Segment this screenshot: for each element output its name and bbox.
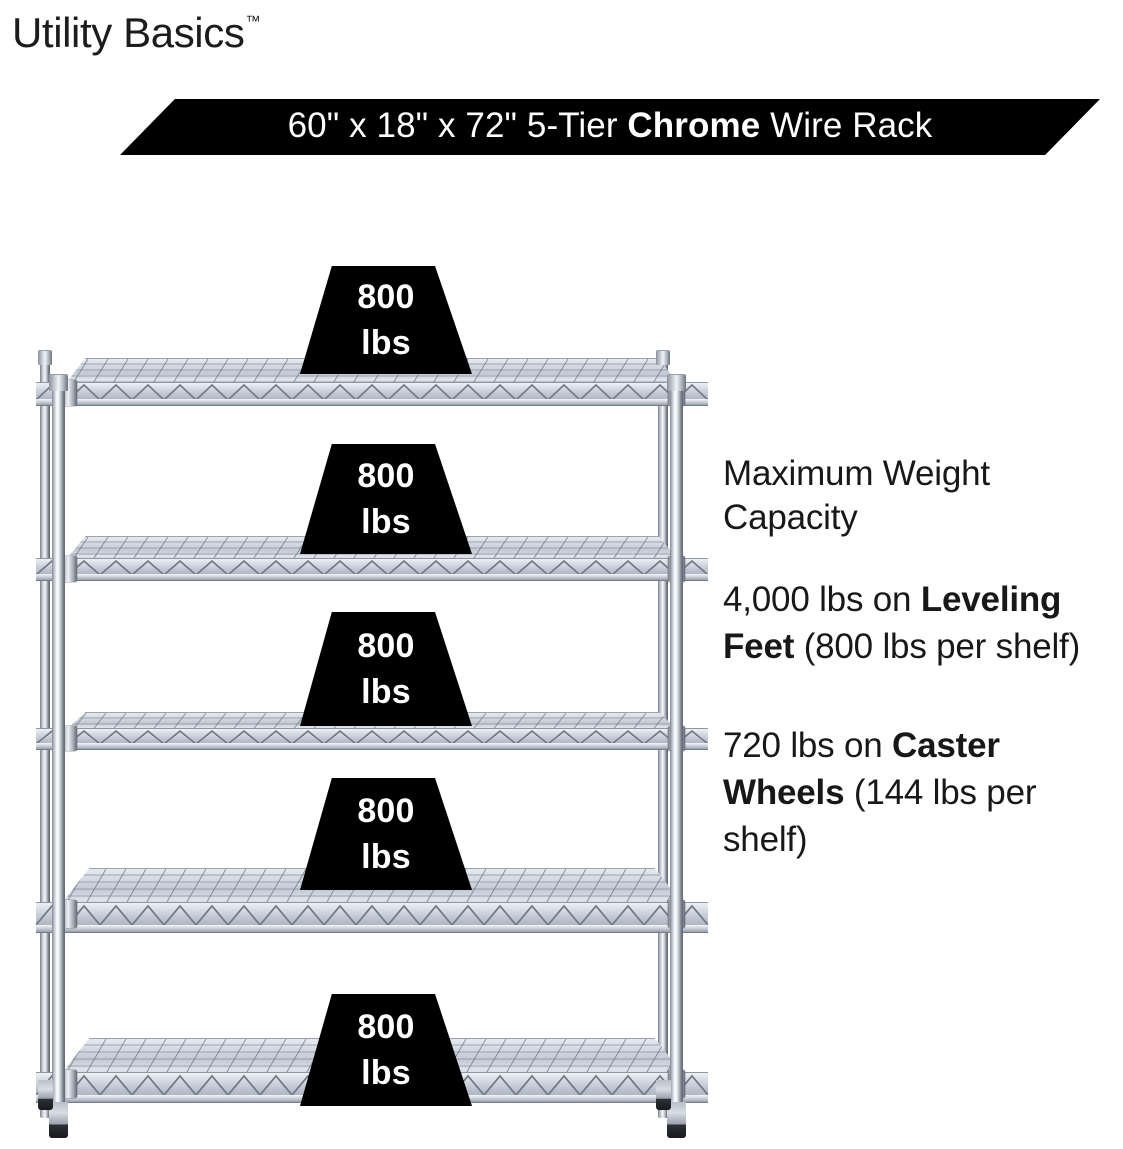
brand-wordmark: Utility Basics™ — [12, 2, 261, 59]
weight-badge-5-number: 800 — [357, 1007, 415, 1046]
capacity-info-block: Maximum Weight Capacity 4,000 lbs on Lev… — [723, 452, 1123, 863]
title-banner-text: 60" x 18" x 72" 5-Tier Chrome Wire Rack — [288, 106, 933, 148]
shelf-4-zigzag — [36, 904, 708, 927]
capacity-heading: Maximum Weight Capacity — [723, 454, 990, 537]
post-front-right — [670, 380, 683, 1120]
post-cap-back-left — [38, 350, 52, 365]
shelf-4-truss — [36, 902, 708, 928]
weight-badge-tier-1: 800 lbs — [300, 266, 472, 374]
banner-suffix: Wire Rack — [760, 106, 933, 145]
leveling-feet-lead: 4,000 lbs on — [723, 580, 921, 619]
post-front-left — [52, 380, 65, 1120]
trademark-symbol: ™ — [245, 13, 261, 30]
caster-wheels-capacity: 720 lbs on Caster Wheels (144 lbs per sh… — [723, 722, 1123, 863]
weight-badge-4-unit: lbs — [361, 837, 411, 876]
shelf-2-lip — [36, 574, 708, 581]
weight-badge-5-unit: lbs — [361, 1053, 411, 1092]
leveling-foot-back-left — [38, 1080, 53, 1110]
weight-badge-3-number: 800 — [357, 626, 415, 665]
weight-badge-3-unit: lbs — [361, 672, 411, 711]
shelf-2-zigzag — [36, 559, 708, 576]
brand-name: Utility Basics — [12, 9, 245, 56]
caster-wheels-lead: 720 lbs on — [723, 726, 893, 765]
banner-prefix: 60" x 18" x 72" 5-Tier — [287, 106, 628, 145]
shelf-tier-3 — [36, 712, 708, 764]
shelf-3-zigzag — [36, 729, 708, 745]
shelf-1-zigzag — [36, 383, 708, 401]
caster-wheels-emphasis: Caster Wheels — [723, 726, 1000, 812]
shelf-4-lip — [36, 925, 708, 933]
weight-badge-4-number: 800 — [357, 791, 415, 830]
leveling-foot-front-right — [667, 1102, 686, 1138]
leveling-feet-tail: (800 lbs per shelf) — [794, 627, 1081, 666]
shelf-3-lip — [36, 743, 708, 750]
shelf-1-lip — [36, 399, 708, 406]
banner-emphasis: Chrome — [627, 106, 761, 145]
leveling-feet-emphasis: Leveling Feet — [723, 580, 1062, 666]
post-cap-front-right — [667, 374, 686, 391]
post-cap-back-right — [656, 350, 670, 365]
caster-wheels-tail: (144 lbs per shelf) — [723, 773, 1037, 859]
leveling-foot-front-left — [49, 1102, 68, 1138]
post-cap-front-left — [49, 374, 68, 391]
weight-badge-2-number: 800 — [357, 456, 415, 495]
title-banner: 60" x 18" x 72" 5-Tier Chrome Wire Rack — [120, 99, 1100, 155]
leveling-feet-capacity: 4,000 lbs on Leveling Feet (800 lbs per … — [723, 576, 1123, 670]
leveling-foot-back-right — [656, 1080, 671, 1110]
weight-badge-1-unit: lbs — [361, 323, 411, 362]
weight-badge-1-number: 800 — [357, 277, 415, 316]
weight-badge-2-unit: lbs — [361, 502, 411, 541]
